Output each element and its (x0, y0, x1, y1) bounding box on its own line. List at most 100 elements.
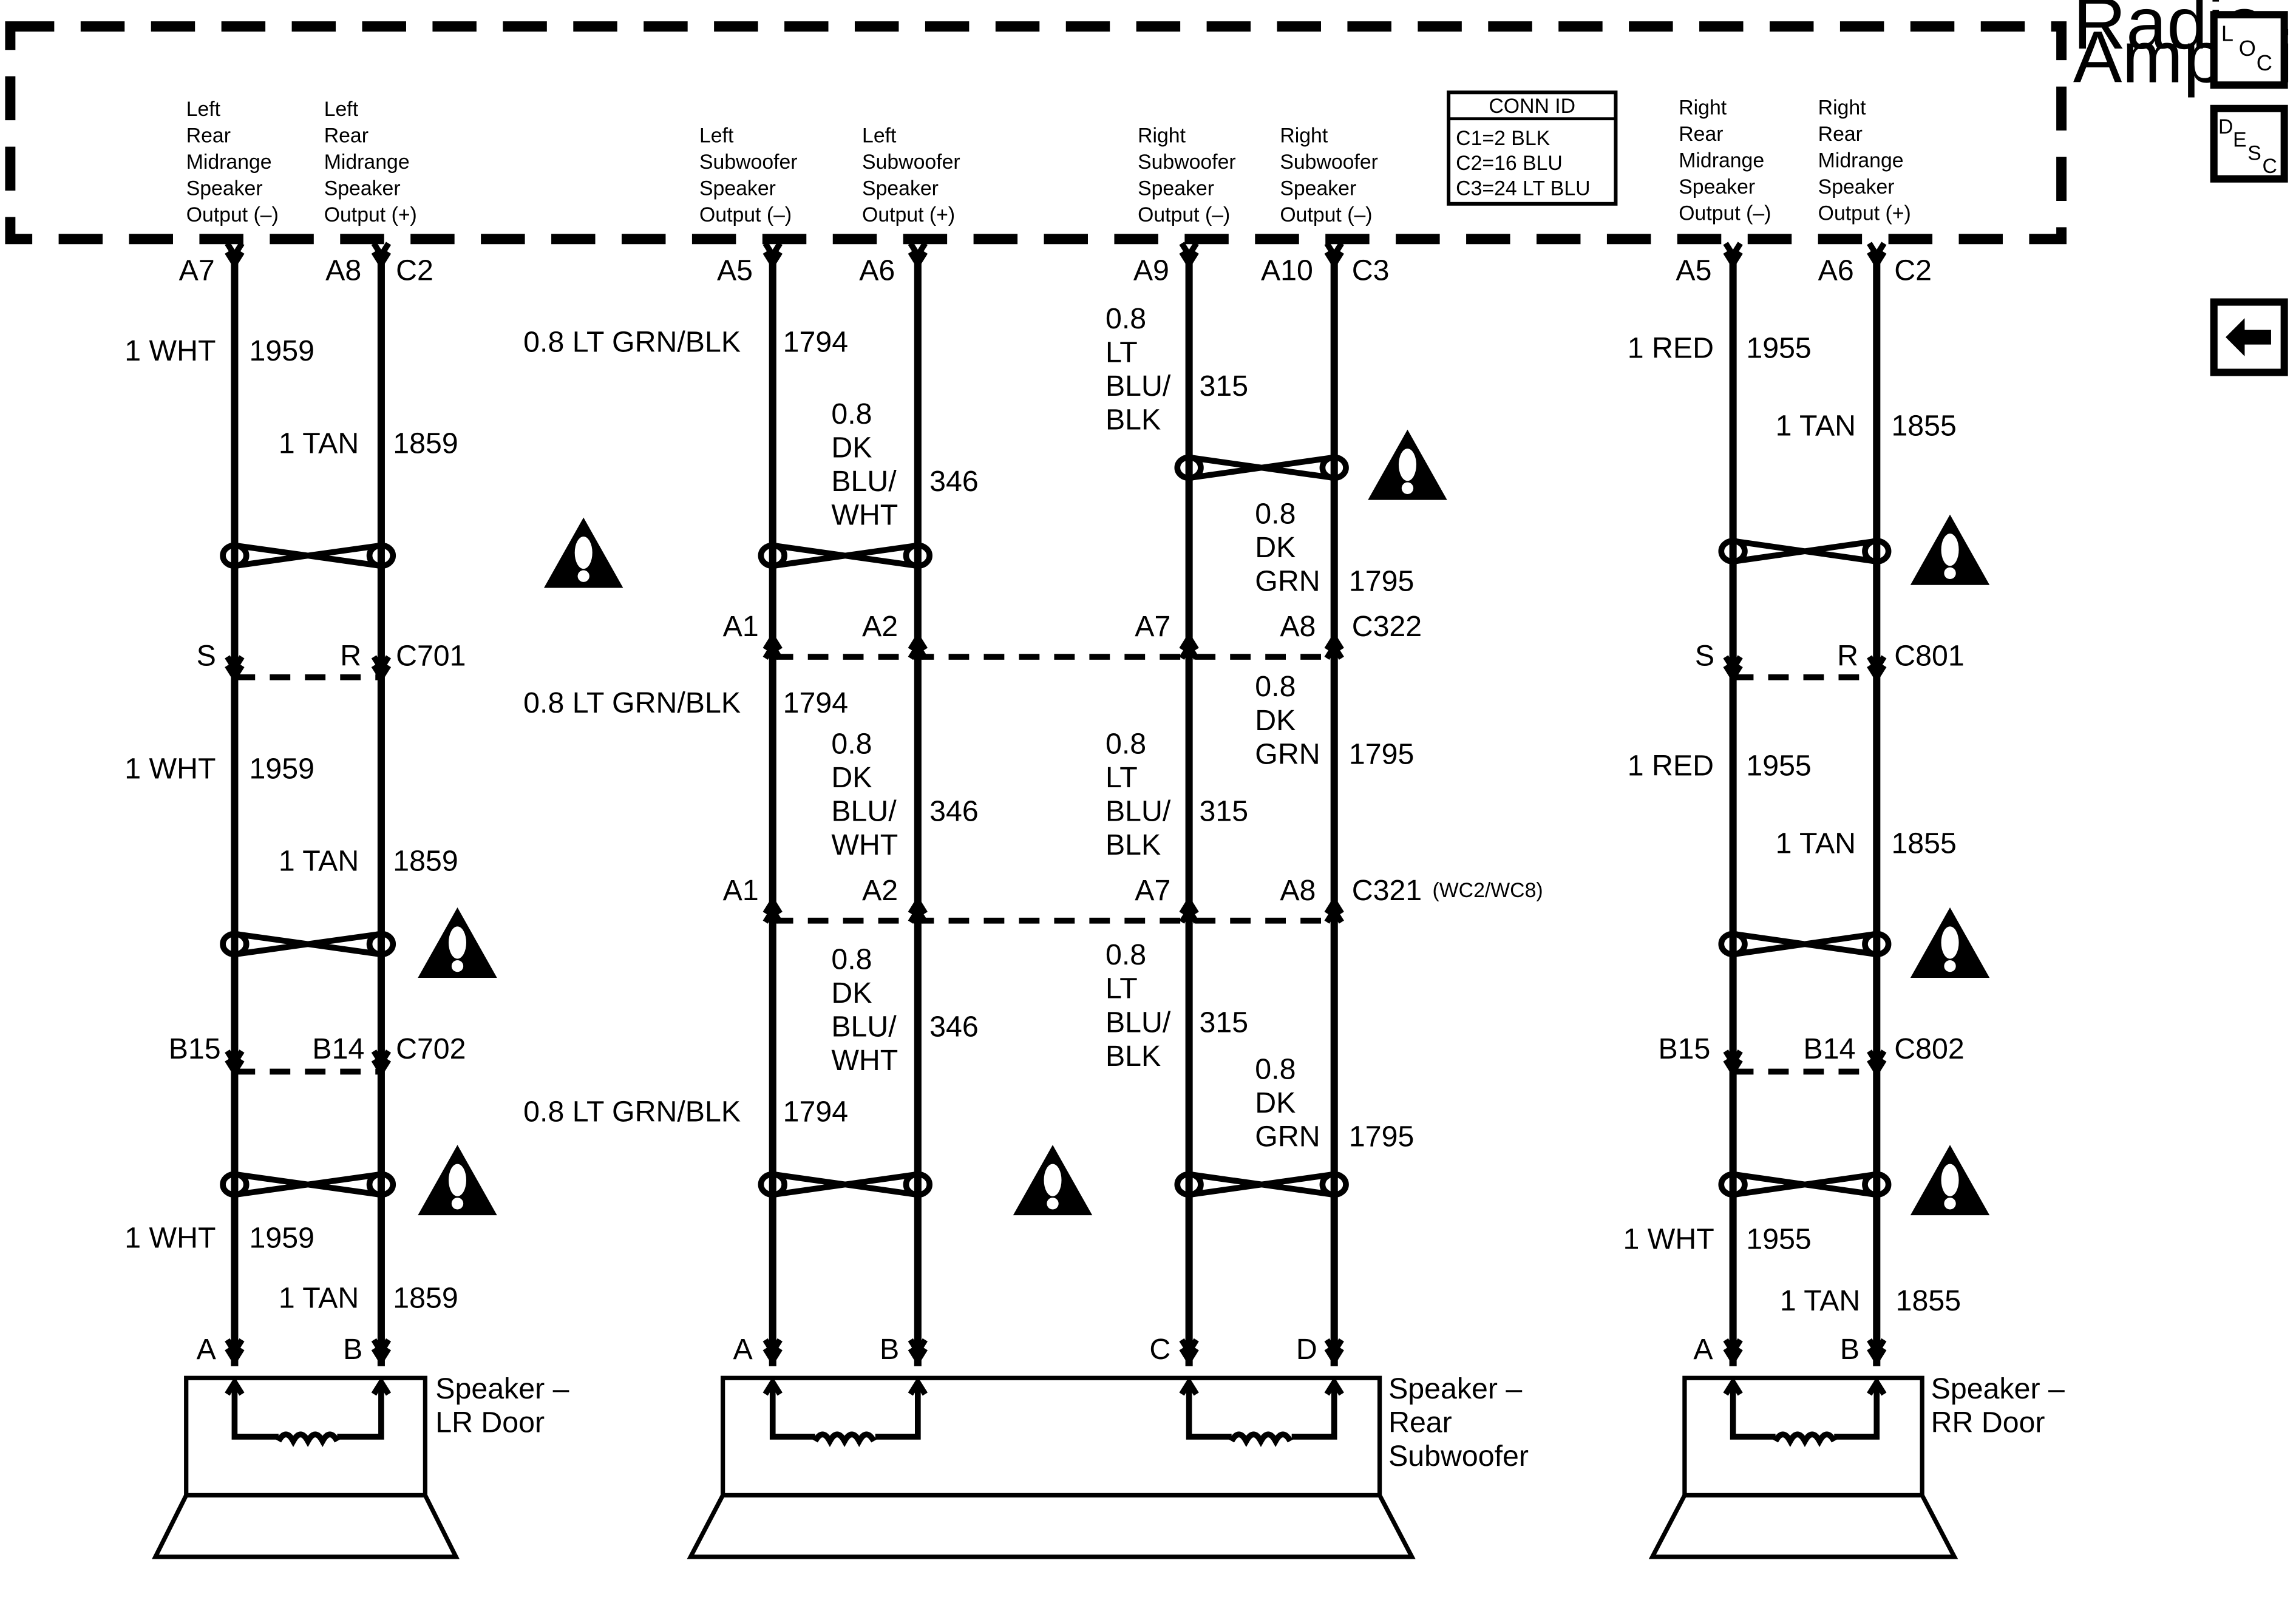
output-label: Midrange (1818, 149, 1904, 172)
wire-color-label: DK (1255, 1086, 1296, 1119)
output-label: Left (862, 124, 897, 147)
output-label: Rear (324, 124, 369, 147)
output-label: Right (1280, 124, 1328, 147)
pin-label: B (880, 1333, 899, 1366)
wire-color-label: BLK (1106, 404, 1161, 436)
pin-label: C (1149, 1333, 1170, 1366)
output-label: Subwoofer (1280, 151, 1378, 174)
circuit-number: 315 (1200, 1006, 1249, 1039)
output-label: Output (–) (699, 203, 792, 226)
output-label: Left (324, 98, 359, 121)
output-label: Output (–) (1280, 203, 1372, 226)
pin-label: A (733, 1333, 753, 1366)
wire-color-label: BLK (1106, 1040, 1161, 1073)
output-label: Rear (186, 124, 231, 147)
speaker-pins (227, 1340, 1884, 1360)
wire-color-label: BLU/ (1106, 795, 1171, 828)
wire-color-label: 1 TAN (279, 427, 359, 459)
circuit-number: 1794 (783, 1096, 848, 1128)
output-label: Right (1138, 124, 1186, 147)
back-arrow-icon (2226, 318, 2271, 356)
pin-label: R (340, 640, 361, 673)
caution-icon (418, 907, 497, 978)
loc-letter-l: L (2221, 21, 2233, 46)
circuit-number: 1794 (783, 326, 848, 359)
wire-color-label: 1 TAN (1780, 1284, 1860, 1317)
twisted-pairs (220, 454, 1892, 1198)
conn-id-line: C1=2 BLK (1456, 127, 1550, 150)
wire-color-label: BLU/ (1106, 1006, 1171, 1039)
desc-button[interactable]: D E S C (2210, 104, 2288, 183)
wire-color-label: DK (1255, 704, 1296, 737)
circuit-number: 1794 (783, 686, 848, 719)
pin-label: A8 (1280, 610, 1316, 643)
output-label: Speaker (1280, 177, 1356, 200)
pin-label: S (197, 640, 216, 673)
loc-button[interactable]: L O C (2210, 11, 2288, 89)
caution-icon (1910, 1145, 1990, 1216)
output-label: Midrange (324, 151, 410, 174)
output-label: Speaker (1679, 175, 1755, 198)
pin-label: B15 (169, 1032, 221, 1065)
loc-letter-c: C (2257, 50, 2272, 75)
wire-color-label: 1 WHT (124, 752, 216, 785)
pin-label: D (1296, 1333, 1317, 1366)
wire-color-label: 1 RED (1628, 331, 1714, 364)
pin-label: R (1837, 640, 1858, 673)
wire-color-label: 1 WHT (124, 1221, 216, 1254)
output-label: Midrange (186, 151, 272, 174)
caution-icon (1910, 907, 1990, 978)
output-label: Speaker (1138, 177, 1214, 200)
wire-color-label: GRN (1255, 1120, 1320, 1153)
connector-c702 (227, 1051, 389, 1072)
speaker-label: Speaker – (1388, 1372, 1522, 1405)
wire-color-label: 0.8 (1255, 670, 1296, 703)
circuit-number: 1795 (1349, 737, 1414, 770)
wire-color-label: GRN (1255, 564, 1320, 597)
back-button[interactable] (2210, 298, 2288, 376)
circuit-number: 315 (1200, 795, 1249, 828)
pin-label: A5 (1676, 254, 1711, 286)
output-label: Output (+) (862, 203, 955, 226)
circuit-number: 1859 (393, 427, 458, 459)
output-labels: Left Rear Midrange Speaker Output (–) Le… (186, 96, 1911, 226)
circuit-number: 1955 (1746, 1223, 1811, 1256)
connector-label: C801 (1894, 640, 1964, 673)
pin-label: B14 (1804, 1032, 1856, 1065)
circuit-number: 1955 (1746, 750, 1811, 782)
wire-color-label: 1 TAN (279, 1281, 359, 1314)
wire-color-label: BLU/ (831, 465, 897, 498)
wire-color-label: 1 TAN (279, 845, 359, 878)
wire-color-label: LT (1106, 972, 1138, 1005)
wire-color-label: 0.8 (1106, 938, 1146, 971)
circuit-number: 1855 (1891, 409, 1956, 442)
wire-color-label: BLU/ (831, 1011, 897, 1043)
connector-label: C702 (396, 1032, 466, 1065)
pin-label: A6 (1818, 254, 1854, 286)
connector-note: (WC2/WC8) (1433, 879, 1543, 902)
circuit-number: 1955 (1746, 331, 1811, 364)
circuit-number: 1855 (1896, 1284, 1961, 1317)
circuit-number: 1795 (1349, 1120, 1414, 1153)
connector-c802 (1726, 1051, 1884, 1072)
connector-label: C2 (1894, 254, 1932, 286)
output-label: Subwoofer (862, 151, 960, 174)
wire-color-label: LT (1106, 761, 1138, 794)
connector-c322 (766, 638, 1342, 659)
circuit-number: 346 (929, 465, 979, 498)
circuit-number: 346 (929, 1011, 979, 1043)
output-label: Rear (1818, 123, 1863, 146)
pin-label: A6 (859, 254, 895, 286)
output-label: Subwoofer (699, 151, 798, 174)
caution-icon (1910, 514, 1990, 585)
pin-label: A9 (1133, 254, 1169, 286)
connector-label: C322 (1352, 610, 1422, 643)
pin-label: A2 (862, 874, 898, 907)
circuit-number: 1959 (250, 1221, 314, 1254)
output-label: Output (–) (1138, 203, 1230, 226)
output-label: Right (1679, 96, 1727, 119)
output-label: Left (699, 124, 734, 147)
pin-label: A (197, 1333, 217, 1366)
pin-label: A7 (1135, 874, 1170, 907)
